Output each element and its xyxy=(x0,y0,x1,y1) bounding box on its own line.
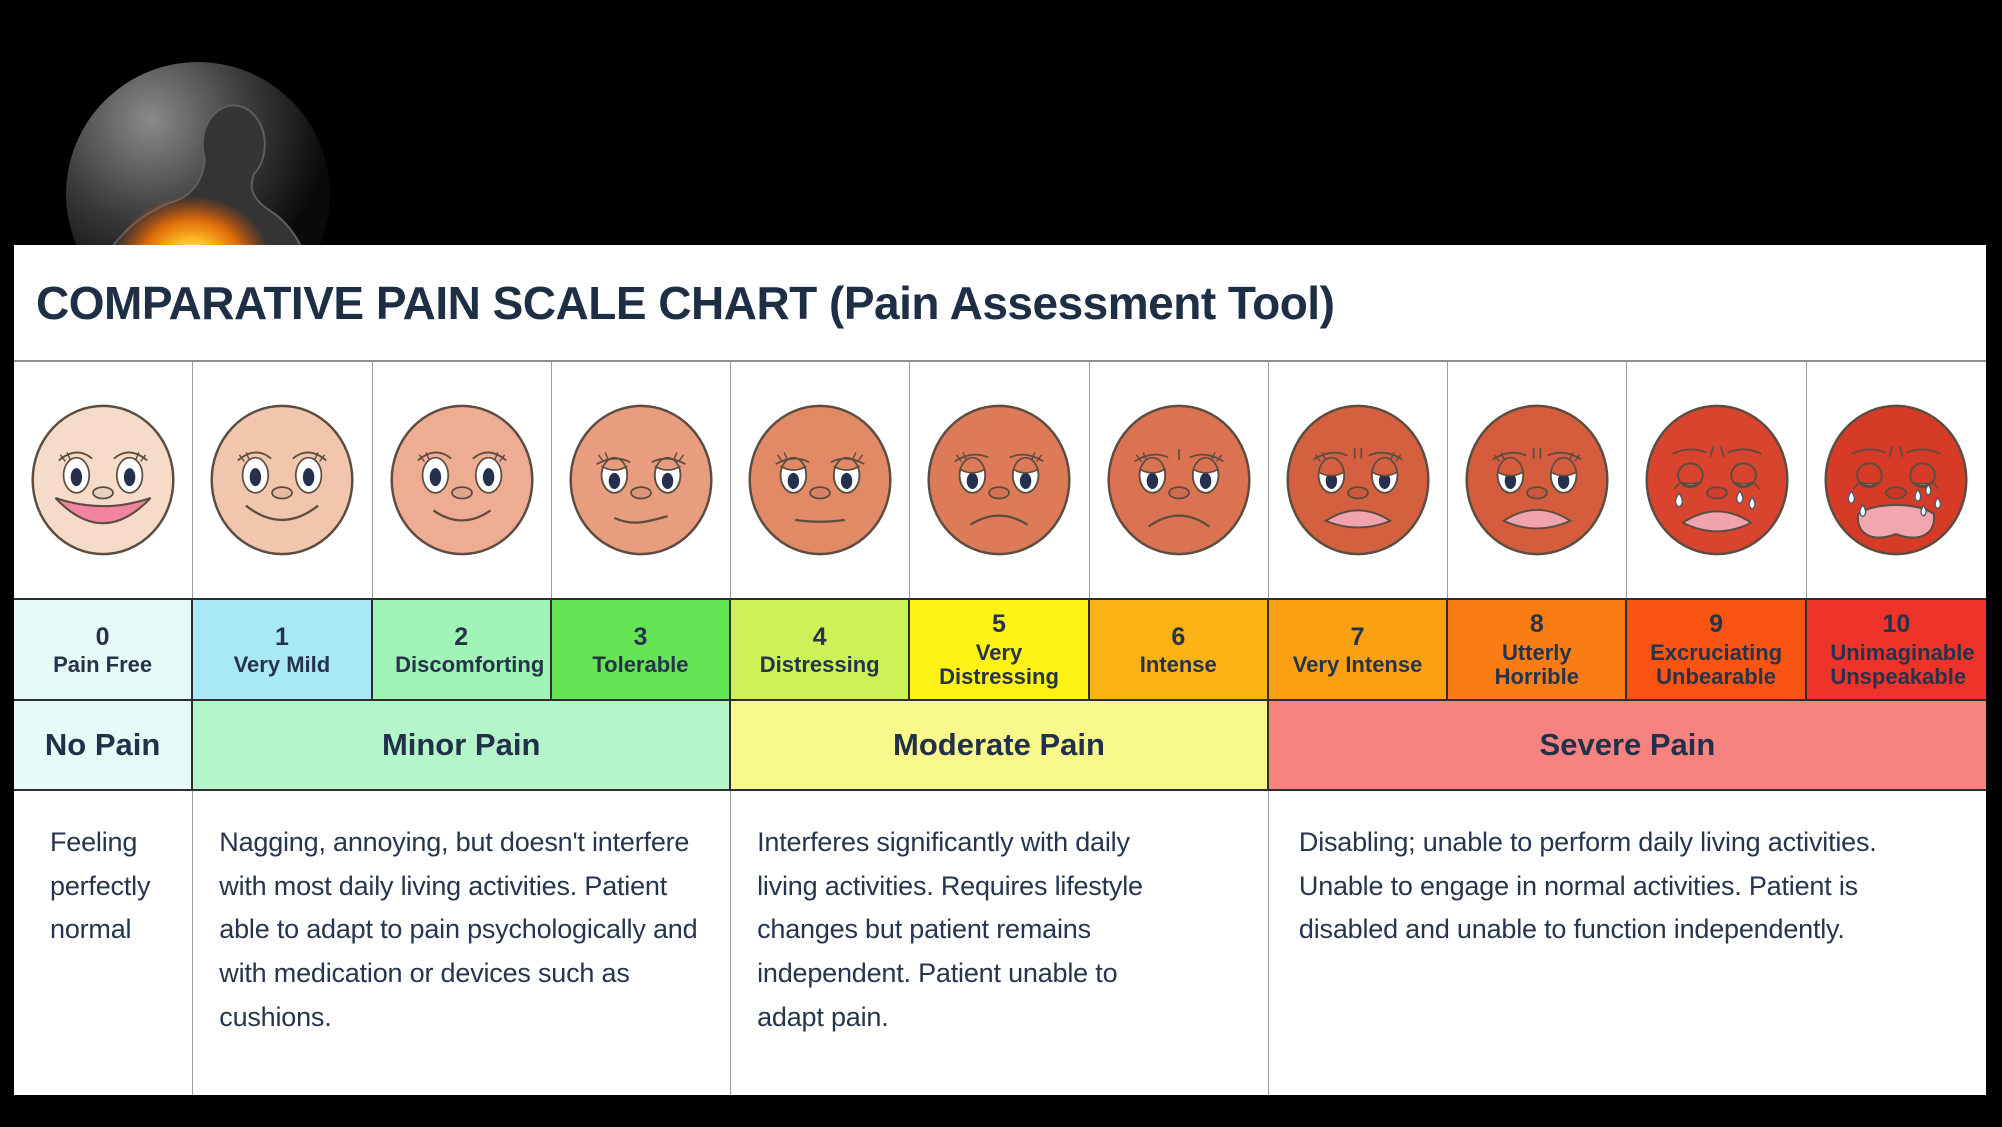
description-no-pain: Feeling perfectly normal xyxy=(14,791,194,1095)
pain-level-label: Very Mild xyxy=(233,651,331,677)
pain-level-number: 7 xyxy=(1350,622,1365,651)
pain-level-label: Pain Free xyxy=(53,651,153,677)
pain-level-number: 3 xyxy=(633,622,648,651)
pain-level-label: Excruciating Unbearable xyxy=(1650,639,1783,690)
pain-level-number: 4 xyxy=(812,622,827,651)
pain-level-label: Unimaginable Unspeakable xyxy=(1830,639,1975,690)
title-row: COMPARATIVE PAIN SCALE CHART (Pain Asses… xyxy=(14,245,1986,362)
pain-level-number: 9 xyxy=(1709,610,1724,639)
description-moderate-pain: Interferes significantly with daily livi… xyxy=(731,791,1269,1095)
category-moderate-pain: Moderate Pain xyxy=(731,701,1269,791)
pain-face-5 xyxy=(910,362,1090,598)
description-minor-pain: Nagging, annoying, but doesn't interfere… xyxy=(193,791,732,1095)
category-severe-pain: Severe Pain xyxy=(1268,701,1986,791)
pain-level-label: Distressing xyxy=(759,651,880,677)
pain-chart-panel: COMPARATIVE PAIN SCALE CHART (Pain Asses… xyxy=(14,245,1986,1095)
pain-level-number: 5 xyxy=(992,610,1006,639)
category-minor-pain: Minor Pain xyxy=(193,701,732,791)
category-no-pain: No Pain xyxy=(14,701,194,791)
pain-face-10 xyxy=(1807,362,1986,598)
description-severe-pain: Disabling; unable to perform daily livin… xyxy=(1298,827,1877,945)
pain-level-label: Utterly Horrible xyxy=(1494,639,1579,690)
pain-face-0 xyxy=(14,362,194,598)
pain-level-number: 6 xyxy=(1171,622,1186,651)
pain-level-number: 0 xyxy=(95,622,110,651)
pain-face-2 xyxy=(373,362,552,598)
pain-level-label: Very Distressing xyxy=(939,639,1059,690)
pain-level-number: 2 xyxy=(454,622,469,651)
pain-level-label: Very Intense xyxy=(1292,651,1423,677)
faces-row xyxy=(14,362,1986,598)
page-title: COMPARATIVE PAIN SCALE CHART (Pain Asses… xyxy=(36,276,1335,329)
pain-face-1 xyxy=(193,362,373,598)
pain-face-3 xyxy=(552,362,732,598)
pain-level-number: 1 xyxy=(274,622,289,651)
pain-level-label: Intense xyxy=(1139,651,1217,677)
pain-face-4 xyxy=(731,362,911,598)
pain-level-label: Discomforting xyxy=(395,651,545,677)
pain-level-number: 10 xyxy=(1882,610,1911,639)
pain-level-label: Tolerable xyxy=(592,651,689,677)
pain-face-7 xyxy=(1269,362,1449,598)
pain-face-6 xyxy=(1090,362,1269,598)
pain-face-8 xyxy=(1448,362,1628,598)
pain-level-number: 8 xyxy=(1529,610,1544,639)
pain-face-9 xyxy=(1627,362,1807,598)
